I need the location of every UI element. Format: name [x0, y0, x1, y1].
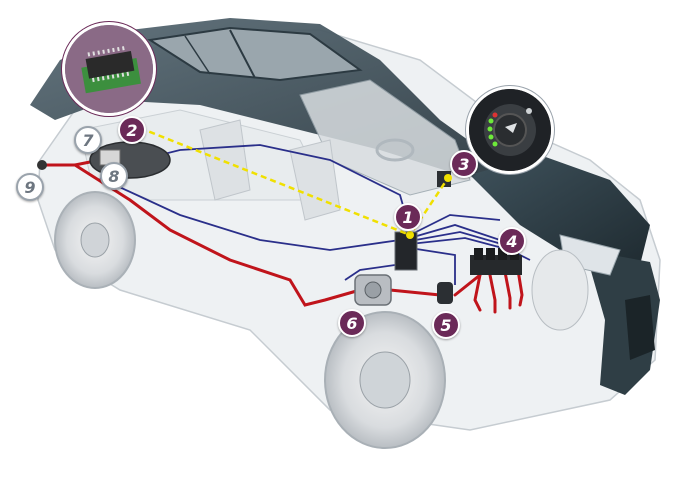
callout-5[interactable]: 5: [432, 311, 460, 339]
callout-6[interactable]: 6: [338, 309, 366, 337]
callout-7[interactable]: 7: [74, 126, 102, 154]
microcontroller-chip-icon: [62, 22, 156, 116]
callout-8[interactable]: 8: [100, 162, 128, 190]
callout-9[interactable]: 9: [16, 173, 44, 201]
callout-3[interactable]: 3: [450, 150, 478, 178]
sunroof: [147, 26, 363, 82]
callout-1[interactable]: 1: [394, 203, 422, 231]
callout-2[interactable]: 2: [118, 116, 146, 144]
ecu-unit: [394, 231, 418, 271]
reducer: [354, 274, 392, 306]
fuel-selector-switch-icon: [466, 86, 554, 174]
gas-filter: [437, 282, 453, 304]
car-hood: [470, 155, 650, 265]
callout-4[interactable]: 4: [498, 227, 526, 255]
